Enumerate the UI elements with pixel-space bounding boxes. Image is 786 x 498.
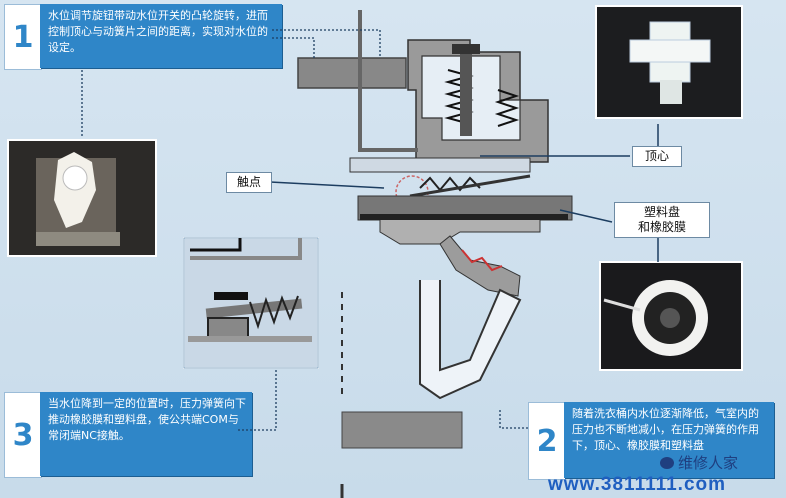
leader-lines [81,29,528,431]
disc-label-line1: 塑料盘 [643,205,680,219]
disc-label-line2: 和橡胶膜 [637,220,686,234]
callout-1-text: 水位调节旋钮带动水位开关的凸轮旋转，进而控制顶心与动簧片之间的距离，实现对水位的… [40,4,282,68]
contact-zoom-inset [183,237,319,369]
watermark-url: www.3811111.com [548,474,727,495]
solid-leaders [269,124,659,262]
contact-label: 触点 [226,172,272,193]
disc-photo [599,261,743,371]
switch-housing [297,10,573,498]
brand-text: 维修人家 [678,455,739,472]
disc-label: 塑料盘 和橡胶膜 [614,202,710,238]
step-number-1: 1 [4,4,42,70]
plunger-label: 顶心 [632,146,682,167]
cam-knob-photo [7,139,157,257]
wechat-icon [660,457,674,469]
step-number-2: 2 [528,402,566,480]
watermark-brand: 维修人家 [660,452,738,473]
callout-3-text: 当水位降到一定的位置时，压力弹簧向下推动橡胶膜和塑料盘，使公共端COM与常闭端N… [40,392,252,476]
plunger-photo [595,5,743,119]
callout-2-text: 随着洗衣桶内水位逐渐降低，气室内的压力也不断地减小，在压力弹簧的作用下，顶心、橡… [564,402,774,478]
